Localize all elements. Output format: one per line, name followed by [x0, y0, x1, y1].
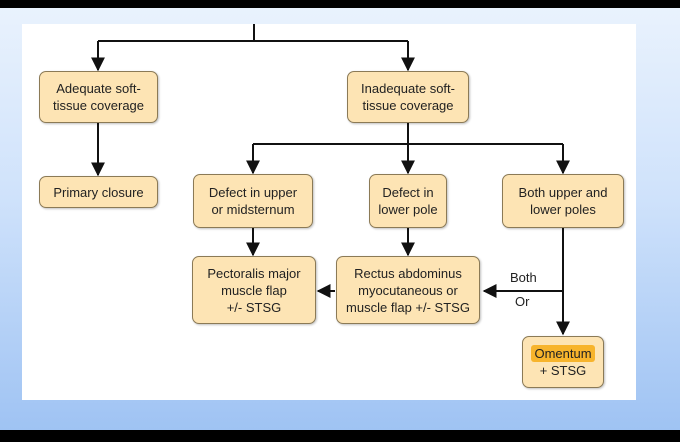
node-rectus-flap: Rectus abdominus myocutaneous or muscle … [336, 256, 480, 324]
node-pectoralis-line-3: +/- STSG [226, 299, 282, 315]
label-or: Or [515, 294, 530, 309]
node-defect-lower-line-1: Defect in [382, 185, 434, 200]
node-both-poles-line-2: lower poles [530, 202, 596, 217]
node-defect-upper: Defect in upper or midsternum [193, 174, 313, 228]
node-both-poles-line-1: Both upper and [518, 185, 608, 200]
label-both: Both [510, 270, 537, 285]
node-omentum-line-2: + STSG [539, 363, 587, 378]
node-inadequate-coverage: Inadequate soft- tissue coverage [347, 71, 469, 123]
node-pectoralis-line-1: Pectoralis major [207, 265, 301, 281]
node-rectus-line-1: Rectus abdominus [354, 265, 462, 281]
node-omentum-highlight: Omentum [531, 345, 595, 362]
node-adequate-line-1: Adequate soft- [56, 81, 141, 96]
node-adequate-line-2: tissue coverage [52, 98, 145, 113]
node-defect-upper-line-1: Defect in upper [208, 185, 298, 200]
node-omentum: Omentum + STSG [522, 336, 604, 388]
node-pectoralis-flap: Pectoralis major muscle flap +/- STSG [192, 256, 316, 324]
node-primary-closure: Primary closure [39, 176, 158, 208]
node-inadequate-line-1: Inadequate soft- [361, 81, 455, 96]
node-rectus-line-3: muscle flap +/- STSG [346, 299, 470, 315]
node-defect-lower: Defect in lower pole [369, 174, 447, 228]
node-inadequate-line-2: tissue coverage [362, 98, 454, 113]
node-adequate-coverage: Adequate soft- tissue coverage [39, 71, 158, 123]
node-both-poles: Both upper and lower poles [502, 174, 624, 228]
node-defect-lower-line-2: lower pole [378, 202, 438, 217]
node-defect-upper-line-2: or midsternum [211, 202, 295, 217]
node-primary-closure-line-1: Primary closure [53, 184, 144, 200]
node-rectus-line-2: myocutaneous or [358, 282, 458, 298]
node-pectoralis-line-2: muscle flap [221, 282, 287, 298]
